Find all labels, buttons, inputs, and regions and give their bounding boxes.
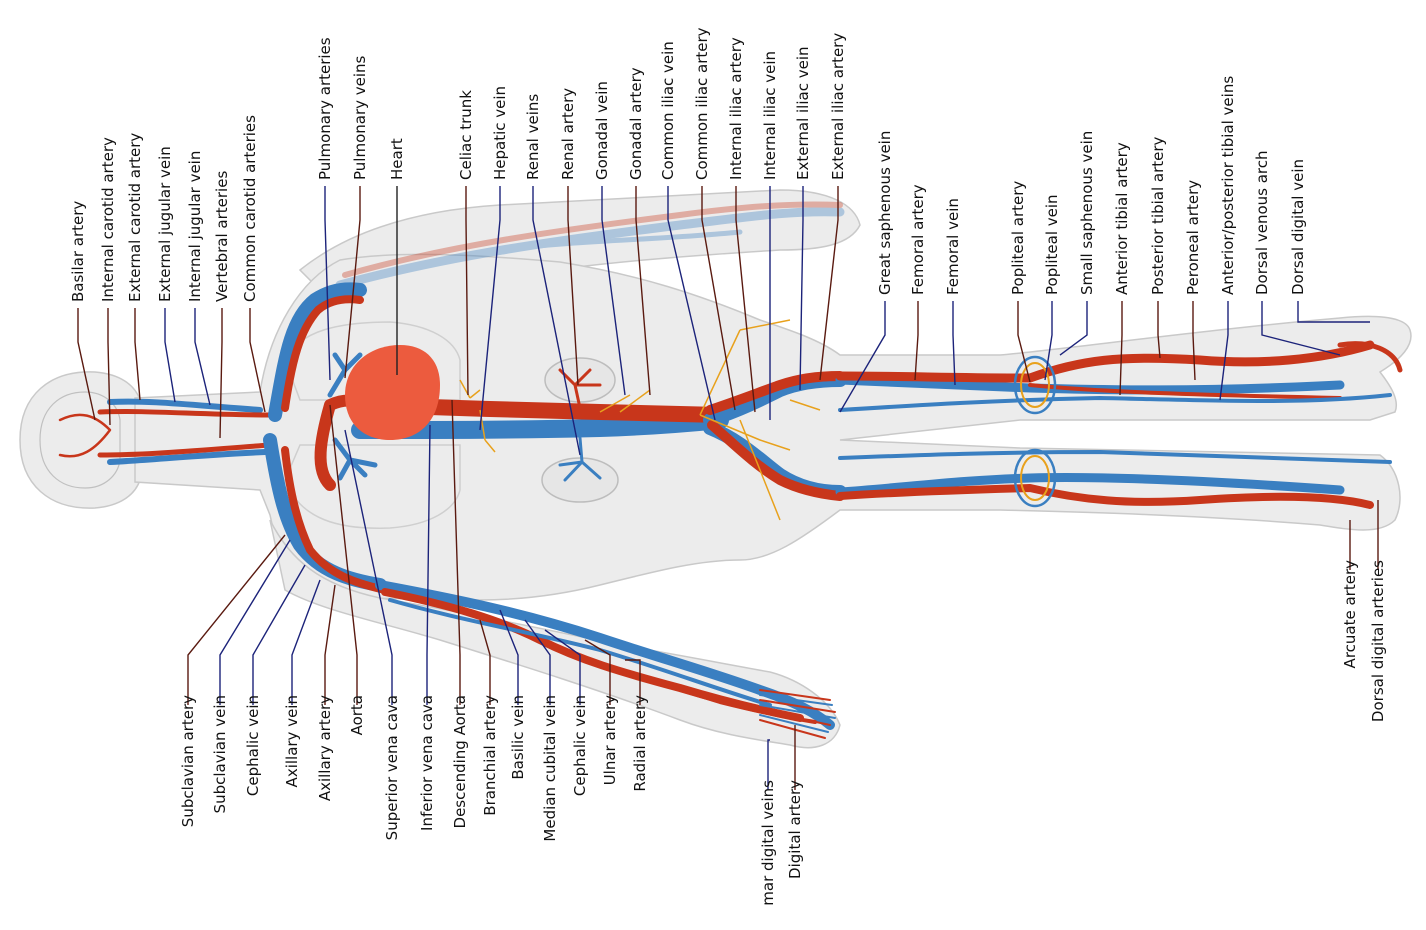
renal-veins-label: Renal veins [524,94,542,180]
celiac-trunk-label: Celiac trunk [457,90,475,180]
radial-artery-label: Radial artery [631,695,649,792]
femoral-vein-label: Femoral vein [944,198,962,295]
external-iliac-vein-label: External iliac vein [794,47,812,181]
palmar-digital-veins-label: mar digital veins [759,780,777,906]
superior-vena-cava-label: Superior vena cava [383,695,401,840]
anterior-tibial-artery-label: Anterior tibial artery [1113,142,1131,295]
internal-iliac-vein-label: Internal iliac vein [761,51,779,180]
external-jugular-vein-label: External jugular vein [156,146,174,302]
labels-top: Basilar artery Internal carotid artery Ext… [69,27,1307,302]
basilic-vein-label: Basilic vein [509,695,527,780]
vertebral-arteries-label: Vertebral arteries [213,171,231,302]
pulmonary-arteries-label: Pulmonary arteries [316,37,334,180]
great-saphenous-vein-label: Great saphenous vein [876,131,894,295]
anterior-posterior-tibial-veins-label: Anterior/posterior tibial veins [1219,76,1237,295]
cephalic-vein-lower-label: Cephalic vein [571,695,589,796]
subclavian-vein-label: Subclavian vein [211,695,229,813]
internal-iliac-artery-label: Internal iliac artery [727,37,745,180]
internal-jugular-vein-leader [195,308,210,405]
aorta-label: Aorta [348,695,366,735]
external-carotid-artery-leader [135,308,140,400]
digital-artery-label: Digital artery [786,780,804,879]
axillary-artery-label: Axillary artery [316,695,334,801]
dorsal-venous-arch-label: Dorsal venous arch [1253,151,1271,296]
posterior-tibial-artery-label: Posterior tibial artery [1149,136,1167,295]
gonadal-vein-label: Gonadal vein [593,81,611,180]
dorsal-digital-arteries-label: Dorsal digital arteries [1369,560,1387,722]
dorsal-digital-vein-label: Dorsal digital vein [1289,159,1307,295]
popliteal-artery-label: Popliteal artery [1009,181,1027,295]
heart-label: Heart [388,138,406,180]
common-carotid-arteries-label: Common carotid arteries [241,115,259,302]
cephalic-vein-upper-label: Cephalic vein [244,695,262,796]
inferior-vena-cava-label: Inferior vena cava [418,695,436,831]
internal-carotid-artery-label: Internal carotid artery [99,137,117,302]
external-carotid-artery-label: External carotid artery [126,133,144,302]
small-saphenous-vein-label: Small saphenous vein [1078,131,1096,295]
external-iliac-artery-label: External iliac artery [829,33,847,180]
subclavian-artery-leader [188,535,285,705]
hepatic-vein-label: Hepatic vein [491,86,509,180]
subclavian-artery-label: Subclavian artery [179,695,197,827]
common-iliac-artery-label: Common iliac artery [693,27,711,180]
common-iliac-vein-label: Common iliac vein [659,41,677,180]
internal-jugular-vein-label: Internal jugular vein [186,151,204,302]
axillary-vein-label: Axillary vein [283,695,301,787]
gonadal-artery-label: Gonadal artery [627,67,645,180]
popliteal-vein-label: Popliteal vein [1043,194,1061,295]
arcuate-artery-label: Arcuate artery [1341,560,1359,669]
descending-aorta-label: Descending Aorta [451,695,469,828]
basilar-artery-label: Basilar artery [69,201,87,302]
peroneal-artery-label: Peroneal artery [1184,180,1202,295]
branchial-artery-label: Branchial artery [481,695,499,816]
femoral-artery-label: Femoral artery [909,184,927,295]
pulmonary-veins-label: Pulmonary veins [351,55,369,180]
median-cubital-vein-label: Median cubital vein [541,695,559,842]
external-jugular-vein-leader [165,308,175,402]
renal-artery-label: Renal artery [559,88,577,180]
ulnar-artery-label: Ulnar artery [601,695,619,785]
